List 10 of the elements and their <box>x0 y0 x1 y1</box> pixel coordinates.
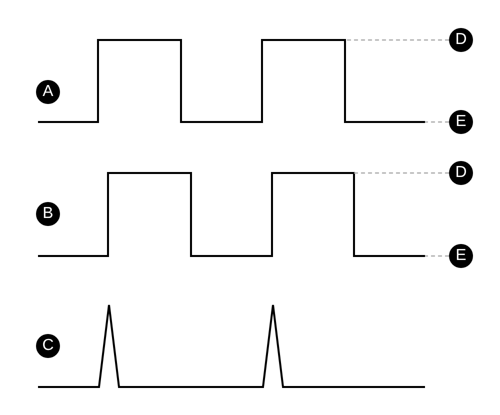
callout-letter: C <box>36 334 60 358</box>
callout-letter: A <box>36 80 60 104</box>
callout-letter: D <box>449 161 473 185</box>
callout-letter: D <box>449 28 473 52</box>
callout-letter: E <box>449 110 473 134</box>
leader-line <box>354 172 449 174</box>
callout-letter: B <box>36 202 60 226</box>
leader-line <box>345 39 449 41</box>
callout-letter: E <box>449 244 473 268</box>
leader-line <box>425 255 449 257</box>
